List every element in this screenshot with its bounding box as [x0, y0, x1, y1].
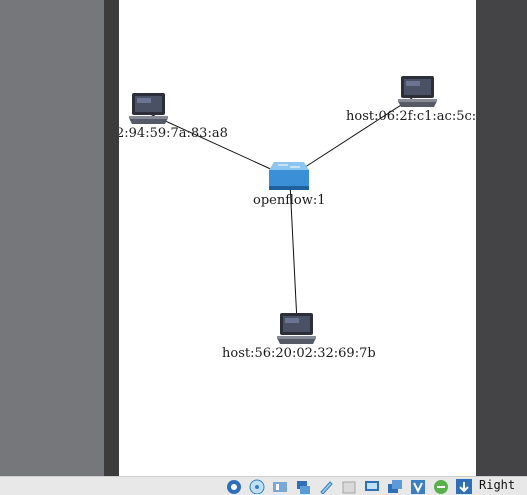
link-host1-switch — [149, 113, 276, 172]
host-label-3: host:56:20:02:32:69:7b — [222, 346, 376, 361]
link-host2-switch — [298, 95, 416, 172]
host-key-label: Right — [479, 478, 516, 492]
right-side-panel — [476, 0, 527, 476]
download-arrow-icon[interactable] — [456, 479, 472, 494]
laptop-icon — [277, 313, 316, 344]
host-label-2: host:06:2f:c1:ac:5c:4 — [346, 109, 476, 124]
host-node-2[interactable] — [398, 75, 438, 113]
shared-folders-icon[interactable] — [341, 479, 357, 494]
host-label-1: 2:94:59:7a:83:a8 — [119, 126, 228, 141]
display-icon[interactable] — [364, 479, 380, 494]
switch-node[interactable] — [268, 160, 310, 196]
left-panel-border — [104, 0, 119, 476]
optical-drive-icon[interactable] — [249, 479, 265, 494]
hard-disk-icon[interactable] — [226, 479, 242, 494]
link-host3-switch — [289, 182, 298, 323]
topology-canvas[interactable]: 2:94:59:7a:83:a8 host:06:2f:c1:ac:5c:4 o… — [119, 0, 476, 476]
host-node-1[interactable] — [129, 92, 169, 130]
network-switch-icon — [269, 162, 309, 190]
laptop-icon — [398, 76, 437, 107]
vm-status-bar: Right — [0, 476, 527, 495]
laptop-icon — [129, 93, 168, 124]
video-capture-icon[interactable] — [410, 479, 426, 494]
audio-icon[interactable] — [272, 479, 288, 494]
switch-label: openflow:1 — [253, 193, 326, 208]
host-node-3[interactable] — [277, 312, 317, 350]
usb-icon[interactable] — [318, 479, 334, 494]
network-icon[interactable] — [295, 479, 311, 494]
left-side-panel — [0, 0, 104, 476]
mouse-integration-icon[interactable] — [433, 479, 449, 494]
snapshot-icon[interactable] — [387, 479, 403, 494]
topology-links — [149, 95, 416, 323]
